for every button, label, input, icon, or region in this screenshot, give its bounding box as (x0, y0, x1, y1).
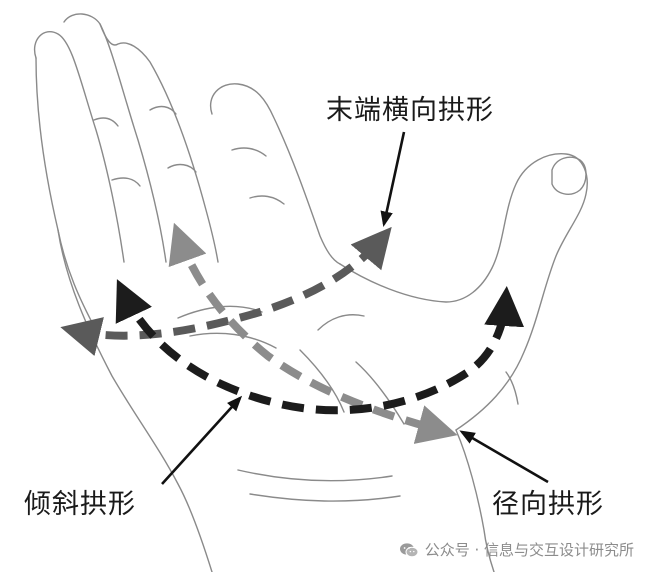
thumb (339, 153, 588, 431)
oblique-arch-label: 倾斜拱形 (24, 489, 136, 520)
wrist-right-edge (455, 429, 495, 572)
watermark: 公众号 · 信息与交互设计研究所 (399, 539, 634, 560)
radial-arch-arrow (115, 279, 525, 415)
finger-creases (93, 105, 197, 187)
ring-finger (63, 13, 167, 263)
middle-finger (99, 23, 219, 263)
oblique-arch-pointer (161, 395, 243, 485)
wechat-icon (399, 542, 419, 557)
wrist-creases (237, 469, 401, 502)
light-diagonal-arrow (168, 222, 458, 444)
radial-arch-label: 径向拱形 (492, 489, 604, 520)
distal-transverse-arch-label: 末端横向拱形 (326, 95, 494, 126)
little-finger (33, 31, 125, 263)
thumb-nail (551, 156, 587, 195)
index-finger-crease (231, 147, 285, 205)
watermark-text: 公众号 · 信息与交互设计研究所 (424, 541, 634, 559)
oblique-arch-arrow (60, 226, 392, 357)
distal-arch-pointer (380, 131, 406, 228)
radial-arch-pointer (459, 430, 549, 484)
palm-detail (505, 371, 519, 405)
index-finger (209, 83, 341, 265)
